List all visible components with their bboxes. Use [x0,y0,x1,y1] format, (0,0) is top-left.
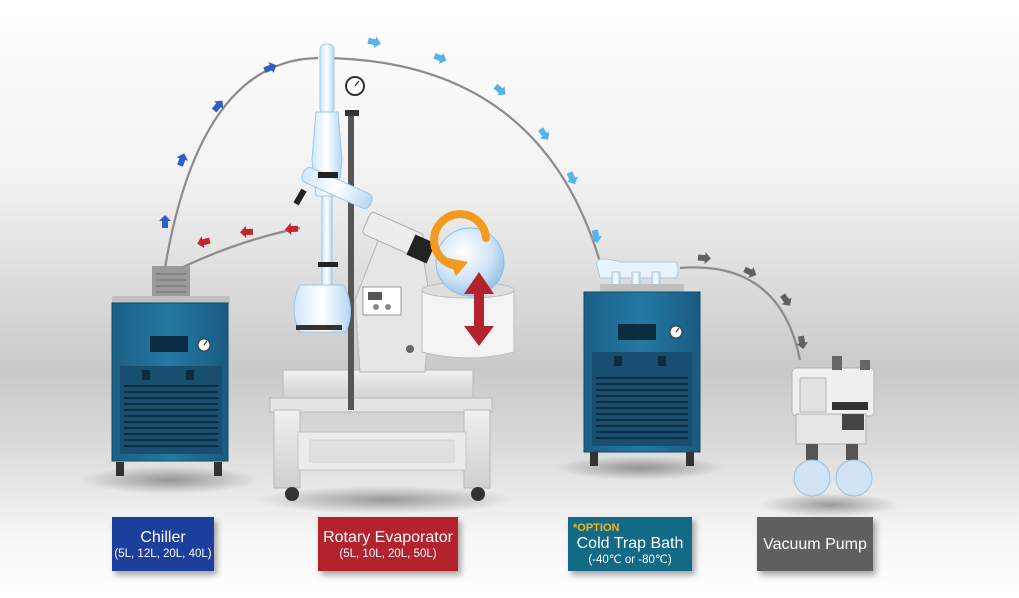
rotary-evaporator-unit [269,43,515,501]
cold-trap-label: *OPTION Cold Trap Bath (-40℃ or -80℃) [568,517,692,571]
cold-trap-vent [596,377,688,439]
cold-trap-unit [583,258,701,466]
flow-arrows [159,36,809,349]
chiller-display [150,336,188,352]
flow-arrow-icon [590,229,603,243]
rotary-evaporator-title: Rotary Evaporator [323,528,453,546]
cold-trap-title: Cold Trap Bath [576,534,684,552]
flow-arrow-icon [780,293,792,306]
flow-arrow-icon [159,215,171,228]
chiller-unit [111,266,230,476]
tubing [163,56,802,361]
flow-arrow-icon [367,36,381,49]
flow-arrow-icon [538,127,550,140]
chiller-title: Chiller [140,528,186,546]
flow-arrow-icon [493,83,506,96]
flow-arrow-icon [197,236,211,249]
cold-trap-display [618,324,656,340]
evaporating-flask [435,227,505,297]
rotary-evaporator-capacities: (5L, 10L, 20L, 50L) [339,547,437,560]
up-down-arrow-icon [464,272,494,346]
flow-arrow-icon [285,223,299,236]
flow-arrow-icon [566,171,578,185]
flow-arrow-icon [263,62,277,74]
flow-arrow-icon [796,335,809,349]
chiller-label: Chiller (5L, 12L, 20L, 40L) [112,517,214,571]
flow-arrow-icon [743,266,757,278]
vacuum-pump-unit [791,356,875,497]
flow-arrow-icon [176,153,189,167]
cold-trap-temperatures: (-40℃ or -80℃) [588,553,672,566]
evaporator-control-panel [362,286,402,316]
condenser-tube [319,43,335,115]
chiller-connector-block [152,266,190,298]
option-tag: *OPTION [573,521,620,534]
evaporator-support-rod [348,110,354,410]
flow-arrow-icon [240,226,254,239]
flow-arrow-icon [211,100,224,113]
rotation-arrow-icon [430,210,490,270]
chiller-vent [124,385,218,447]
chiller-capacities: (5L, 12L, 20L, 40L) [114,547,212,560]
vacuum-pump-label: Vacuum Pump [757,517,873,571]
vacuum-pump-title: Vacuum Pump [763,535,867,553]
flow-arrow-icon [697,252,711,265]
rotary-evaporator-label: Rotary Evaporator (5L, 10L, 20L, 50L) [318,517,458,571]
receiving-flask [293,284,351,333]
ground-shadows [80,456,900,517]
heating-bath [421,289,515,359]
flow-arrow-icon [433,52,447,64]
